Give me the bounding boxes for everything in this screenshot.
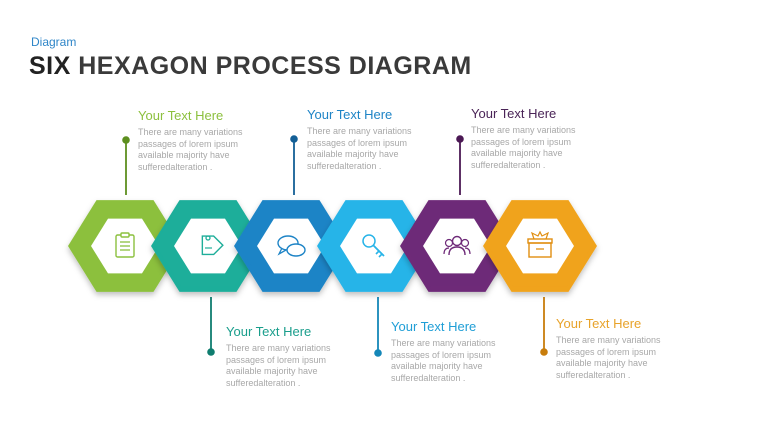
step-2-note: Your Text Here There are many variations…: [226, 324, 376, 389]
step-4-title: Your Text Here: [391, 319, 477, 334]
step-3-hexagon: [234, 200, 348, 292]
step-6-hexagon: [483, 200, 597, 292]
step-4-note: Your Text Here There are many variations…: [391, 319, 541, 384]
step-3-body: There are many variations passages of lo…: [307, 126, 412, 171]
step-5-body: There are many variations passages of lo…: [471, 125, 576, 170]
step-4-body: There are many variations passages of lo…: [391, 338, 496, 383]
slide-subtitle: Diagram: [31, 35, 77, 49]
step-2-body: There are many variations passages of lo…: [226, 343, 331, 388]
step-3-title: Your Text Here: [307, 107, 393, 122]
step-2-hexagon: [151, 200, 265, 292]
users-icon: [443, 235, 471, 256]
step-1-note: Your Text Here There are many variations…: [138, 108, 288, 173]
title-rest: HEXAGON PROCESS DIAGRAM: [78, 52, 472, 80]
gift-box-icon: [527, 230, 553, 258]
step-3-dot: [290, 135, 298, 143]
step-6-body: There are many variations passages of lo…: [556, 335, 661, 380]
step-5-hexagon: [400, 200, 514, 292]
step-1-dot: [122, 136, 130, 144]
step-2-hex-inner: [174, 218, 242, 274]
tag-icon: [201, 235, 224, 256]
step-5-dot: [456, 135, 464, 143]
key-icon: [362, 234, 385, 258]
step-2-dot: [207, 348, 215, 356]
step-1-body: There are many variations passages of lo…: [138, 127, 243, 172]
chat-bubbles-icon: [277, 235, 306, 257]
hexagon-row: [68, 200, 597, 292]
step-6-title: Your Text Here: [556, 316, 642, 331]
step-5-title: Your Text Here: [471, 106, 557, 121]
step-6-dot: [540, 348, 548, 356]
step-2-title: Your Text Here: [226, 324, 312, 339]
step-4-hexagon: [317, 200, 431, 292]
clipboard-icon: [115, 232, 135, 258]
connector-lines: [122, 135, 548, 357]
step-4-dot: [374, 349, 382, 357]
step-5-note: Your Text Here There are many variations…: [471, 106, 621, 171]
step-1-hexagon: [68, 200, 182, 292]
slide-title: SIX HEXAGON PROCESS DIAGRAM: [29, 52, 472, 81]
step-6-hex-inner: [506, 218, 574, 274]
step-6-note: Your Text Here There are many variations…: [556, 316, 706, 381]
step-3-note: Your Text Here There are many variations…: [307, 107, 457, 172]
title-word-six: SIX: [29, 52, 71, 80]
step-1-title: Your Text Here: [138, 108, 224, 123]
